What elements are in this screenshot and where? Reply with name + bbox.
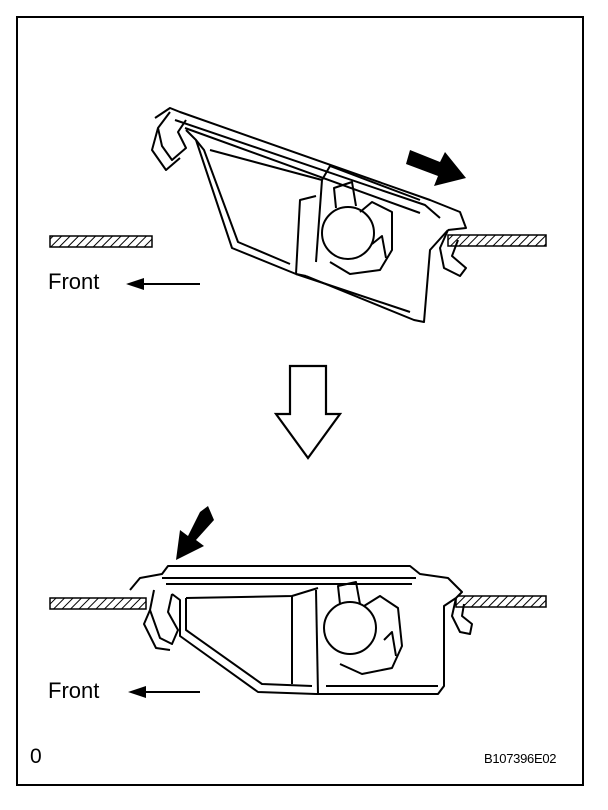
panel-section-bottom-right: [455, 595, 547, 608]
panel-section-top-left: [49, 235, 153, 248]
panel-section-bottom-left: [49, 597, 147, 610]
transition-down-arrow: [273, 364, 343, 460]
front-arrow-bottom: [128, 686, 200, 698]
figure-number: 0: [30, 745, 42, 768]
clip-seated: [129, 565, 473, 695]
panel-section-top-right: [447, 234, 547, 247]
clip-tilted: [151, 107, 467, 323]
front-arrow-top: [126, 278, 200, 290]
front-label-top: Front: [48, 269, 100, 294]
push-arrow-down-left: [176, 506, 214, 560]
push-arrow-right: [406, 150, 466, 186]
front-label-bottom: Front: [48, 678, 100, 703]
figure-code: B107396E02: [484, 751, 557, 766]
